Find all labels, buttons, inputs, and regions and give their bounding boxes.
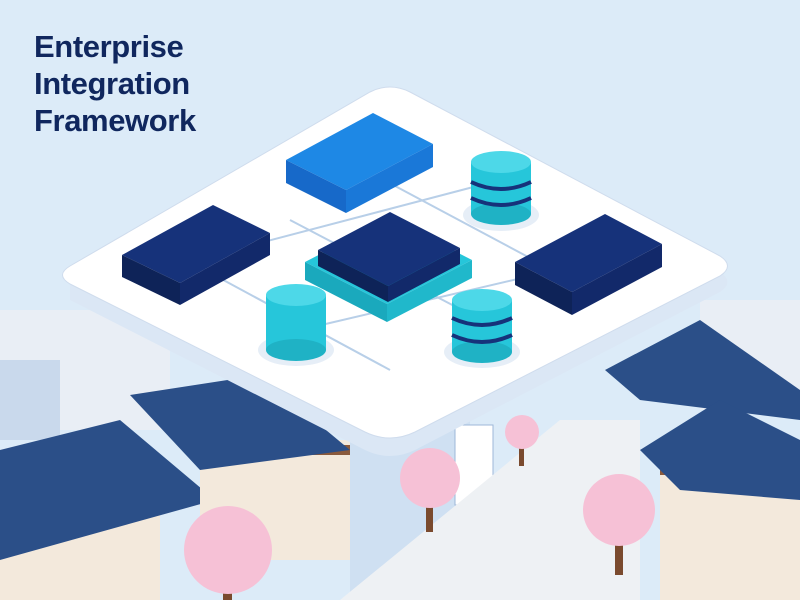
hanok-house-right <box>605 320 800 600</box>
tree-crown <box>505 415 539 449</box>
hub-base-side <box>387 260 472 322</box>
tree-crown <box>184 506 272 594</box>
hanok-house-left <box>0 375 350 600</box>
database-cylinder-icon <box>463 151 539 231</box>
server-block-icon <box>515 214 662 315</box>
database-cylinder-icon <box>258 284 334 366</box>
db-top <box>471 151 531 173</box>
block-left-side <box>180 233 270 305</box>
title-line: Enterprise <box>34 29 184 64</box>
db-band <box>451 333 513 344</box>
hanok-mid-roof <box>130 375 350 470</box>
tree-trunk <box>615 520 623 575</box>
cherry-blossom-tree-icon <box>583 474 655 575</box>
db-top <box>452 289 512 311</box>
tree-trunk <box>426 490 433 532</box>
server-block-icon <box>286 113 433 213</box>
db-band <box>451 316 513 327</box>
block-right-front <box>515 262 572 315</box>
hanok-left-roof <box>0 420 215 560</box>
database-cylinder-icon <box>444 289 520 368</box>
block-center-side <box>388 248 460 302</box>
db-bottom <box>452 341 512 363</box>
block-top-front <box>286 160 346 213</box>
page-title: Enterprise Integration Framework <box>34 28 196 139</box>
block-left-front <box>122 255 180 305</box>
db-band <box>470 180 532 191</box>
block-right-top <box>515 214 662 292</box>
hub-base-front <box>305 262 387 322</box>
db-bottom <box>471 203 531 225</box>
cherry-blossom-tree-icon <box>400 448 460 532</box>
block-top-top <box>286 113 433 190</box>
block-right-side <box>572 244 662 315</box>
hanok-right-roof-back <box>605 320 800 420</box>
tree-crown <box>583 474 655 546</box>
block-center-front <box>318 250 388 302</box>
block-top-side <box>346 144 433 213</box>
block-center-top <box>318 212 460 286</box>
street <box>340 420 640 600</box>
tree-trunk <box>519 440 524 466</box>
db-band <box>470 196 532 207</box>
cherry-blossom-tree-icon <box>184 506 272 600</box>
block-left-top <box>122 205 270 283</box>
server-block-icon <box>122 205 270 305</box>
db-bottom <box>266 339 326 361</box>
db-top <box>266 284 326 306</box>
hanok-right-roof-front <box>640 400 800 500</box>
building-left-front <box>0 360 60 440</box>
tree-crown <box>400 448 460 508</box>
server-block-icon <box>318 212 460 302</box>
title-line: Framework <box>34 103 196 138</box>
title-line: Integration <box>34 66 190 101</box>
cherry-blossom-tree-icon <box>505 415 539 466</box>
